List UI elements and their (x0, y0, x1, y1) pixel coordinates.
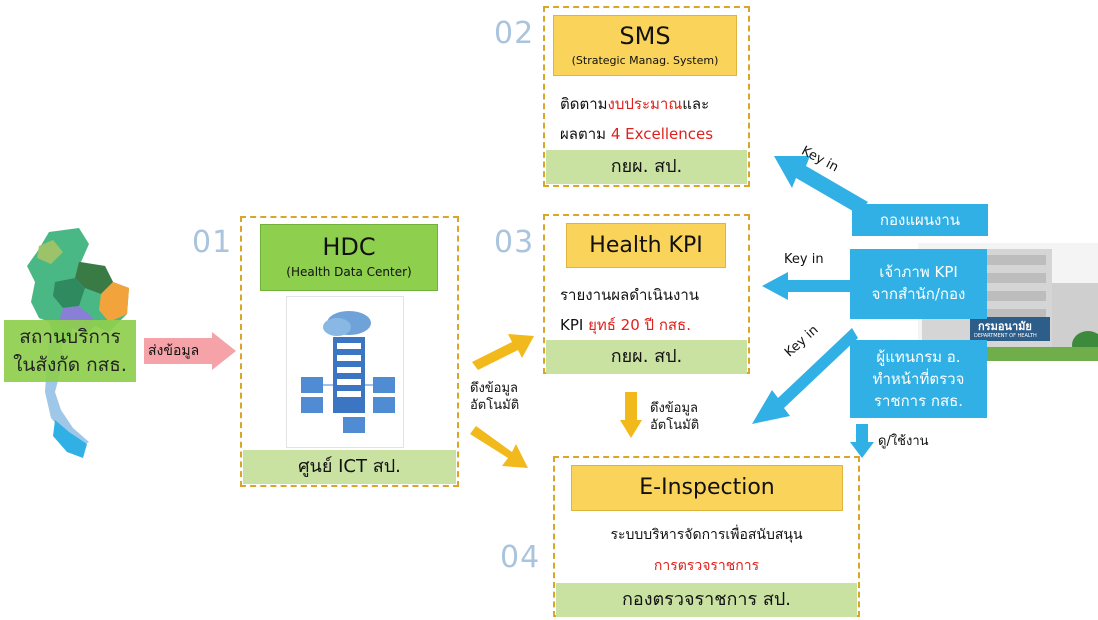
arrow-keyin-to-sms (770, 146, 870, 216)
hdc-title: HDC (322, 233, 376, 261)
pull-auto-center-line2: อัตโนมัติ (650, 418, 700, 433)
einspection-line1: ระบบบริหารจัดการเพื่อสนับสนุน (610, 527, 803, 543)
sms-title-box: SMS (Strategic Manag. System) (553, 15, 737, 76)
hdc-number: 01 (192, 225, 233, 260)
kpi-number: 03 (494, 225, 535, 260)
inspector-line2: ทำหน้าที่ตรวจ (872, 370, 965, 388)
facility-label-line2: ในสังกัด กสธ. (13, 354, 127, 376)
einspection-title: E-Inspection (639, 475, 775, 500)
view-use-label: ดู/ใช้งาน (878, 434, 929, 449)
hdc-subtitle: (Health Data Center) (286, 265, 412, 279)
inspector-line3: ราชการ กสธ. (873, 392, 964, 410)
kpi-line1: รายงานผลดำเนินงาน (560, 286, 700, 304)
send-data-label: ส่งข้อมูล (148, 343, 200, 359)
arrow-view-use (850, 424, 874, 458)
arrow-kpi-to-einspection (620, 392, 642, 438)
hdc-title-box: HDC (Health Data Center) (260, 224, 438, 291)
kpi-owner-line2: จากสำนัก/กอง (871, 285, 966, 303)
einspection-line2: การตรวจราชการ (653, 558, 760, 574)
sms-line2-highlight: 4 Excellences (610, 125, 714, 143)
kpi-line2-text: KPI (560, 316, 589, 334)
facility-label-line1: สถานบริการ (19, 326, 121, 348)
sms-line2-text: ผลตาม (560, 125, 611, 143)
kpi-line2: KPI ยุทธ์ 20 ปี กสธ. (560, 313, 691, 337)
sms-line2: ผลตาม 4 Excellences (560, 122, 713, 146)
kpi-line2-highlight: ยุทธ์ 20 ปี กสธ. (588, 316, 691, 334)
sms-number: 02 (494, 16, 535, 51)
building-sign-subtext: DEPARTMENT OF HEALTH (974, 333, 1037, 339)
kpi-owner-line1: เจ้าภาพ KPI (879, 263, 958, 281)
pull-auto-left-line2: อัตโนมัติ (470, 398, 520, 413)
kpi-title-box: Health KPI (566, 223, 726, 268)
arrow-hdc-to-kpi (470, 330, 536, 370)
inspector-line1: ผู้แทนกรม อ. (876, 348, 961, 366)
kpi-footer: กยผ. สป. (546, 340, 747, 374)
sms-line1-suffix: และ (682, 95, 710, 113)
sms-line1-highlight: งบประมาณ (607, 95, 683, 113)
pull-auto-label-left: ดึงข้อมูล อัตโนมัติ (470, 380, 519, 414)
arrow-hdc-to-einspection (470, 426, 530, 470)
send-data-arrow (144, 332, 236, 370)
arrow-keyin-to-kpi (762, 272, 852, 300)
sms-title: SMS (619, 22, 671, 50)
server-cloud-illustration (286, 296, 404, 448)
sms-subtitle: (Strategic Manag. System) (571, 54, 719, 67)
pull-auto-left-line1: ดึงข้อมูล (470, 381, 519, 396)
sms-footer: กยผ. สป. (546, 150, 747, 184)
einspection-number: 04 (500, 540, 541, 575)
hdc-footer: ศูนย์ ICT สป. (243, 450, 456, 484)
facility-label-box: สถานบริการ ในสังกัด กสธ. (4, 320, 136, 382)
einspection-footer: กองตรวจราชการ สป. (556, 583, 857, 617)
einspection-title-box: E-Inspection (571, 465, 843, 511)
kpi-owner-box: เจ้าภาพ KPI จากสำนัก/กอง (850, 249, 987, 319)
inspector-representative-box: ผู้แทนกรม อ. ทำหน้าที่ตรวจ ราชการ กสธ. (850, 340, 987, 418)
building-sign-text: กรมอนามัย (978, 320, 1032, 333)
pull-auto-center-line1: ดึงข้อมูล (650, 401, 699, 416)
kpi-title: Health KPI (589, 233, 703, 258)
sms-line1: ติดตามงบประมาณและ (560, 92, 709, 116)
planning-division-box: กองแผนงาน (852, 204, 988, 236)
key-in-label-kpi: Key in (784, 252, 824, 267)
pull-auto-label-center: ดึงข้อมูล อัตโนมัติ (650, 400, 699, 434)
sms-line1-text: ติดตาม (560, 95, 608, 113)
arrow-keyin-to-einspection (748, 322, 858, 426)
